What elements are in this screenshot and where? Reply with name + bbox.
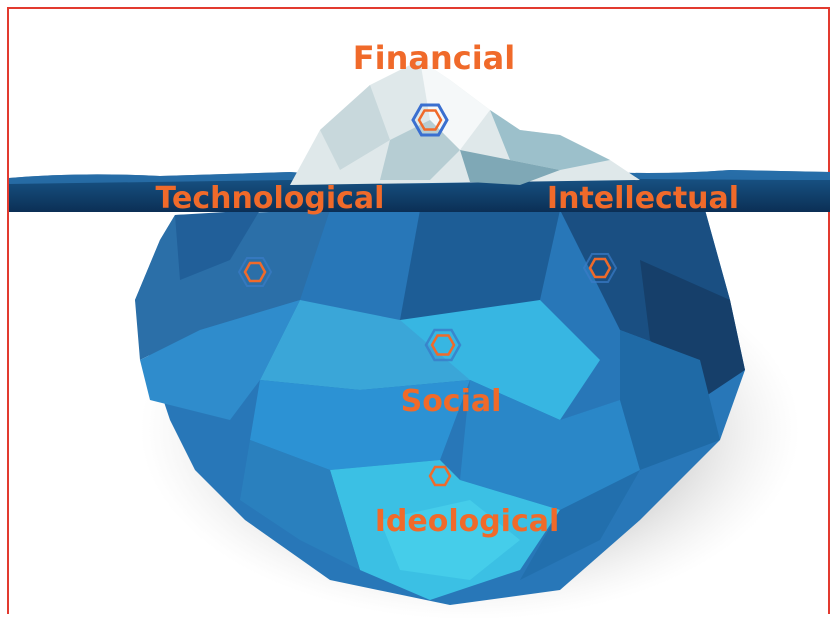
label-ideological: Ideological (375, 504, 560, 539)
label-social: Social (401, 384, 502, 419)
hexagon-icon (411, 103, 449, 137)
label-intellectual: Intellectual (547, 181, 739, 216)
hexagon-icon (424, 328, 462, 362)
hexagon-icon (582, 253, 618, 283)
diagram-frame (7, 7, 830, 614)
hexagon-icon (428, 465, 452, 487)
label-technological: Technological (156, 181, 385, 216)
hexagon-icon (237, 257, 273, 287)
iceberg-tip (290, 60, 640, 185)
iceberg-body (135, 210, 745, 605)
label-financial: Financial (353, 39, 515, 77)
